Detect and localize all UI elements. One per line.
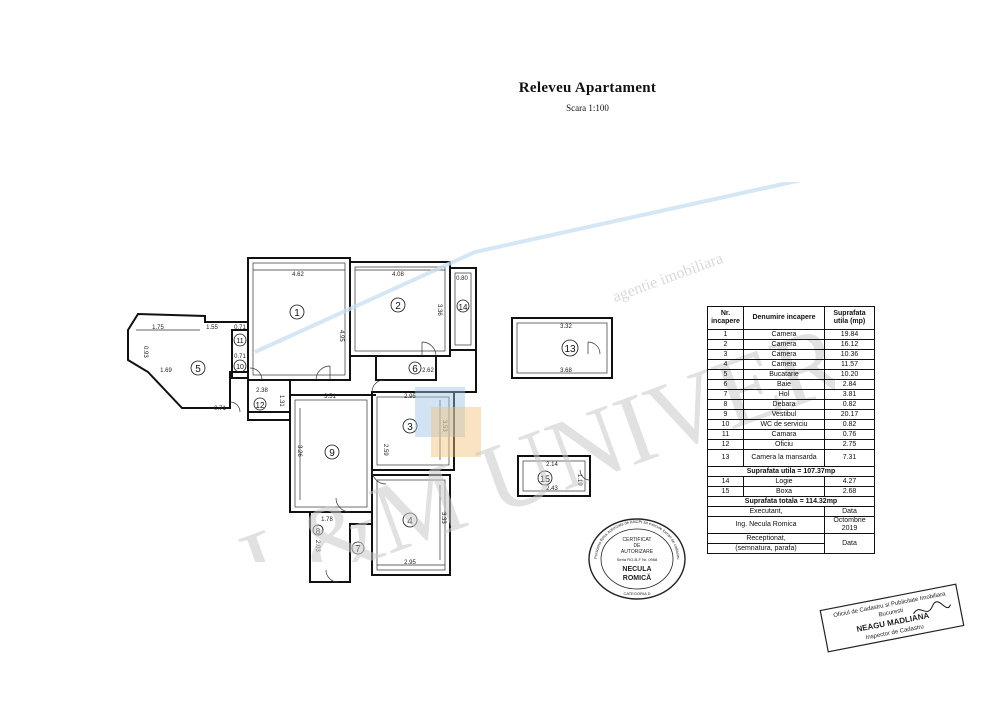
legend-header-nr: Nr. incapere	[707, 306, 744, 330]
dim-label: 1.55	[206, 325, 218, 331]
room-number-2: 2	[395, 301, 401, 312]
subtotal-row: Suprafata utila = 107.37mp	[707, 466, 875, 477]
room-number-8: 8	[316, 527, 321, 536]
dim-label: 3.36	[436, 304, 442, 316]
room-10-11-outline	[231, 329, 249, 379]
room-number-11: 11	[236, 338, 243, 345]
room-number-3: 3	[407, 422, 413, 433]
dim-label: 4.62	[292, 272, 304, 278]
dim-label: 1.69	[160, 368, 172, 374]
room-number-9: 9	[329, 448, 335, 459]
room-legend-table: Nr. incapere Denumire incapere Suprafata…	[707, 306, 875, 554]
room-number-13: 13	[564, 344, 576, 355]
dim-label: 1.31	[278, 395, 284, 407]
room-number-7: 7	[355, 544, 361, 555]
room-number-1: 1	[294, 308, 300, 319]
dim-label: 2.59	[382, 444, 388, 456]
room-number-6: 6	[412, 364, 418, 375]
dim-label: 2.95	[404, 560, 416, 566]
room-number-12: 12	[256, 401, 265, 410]
dim-label: 0.71	[234, 325, 246, 331]
dim-label: 3.32	[560, 324, 572, 330]
dim-label: 2.14	[546, 462, 558, 468]
dim-label: 0.71	[234, 354, 246, 360]
room-number-4: 4	[407, 516, 413, 527]
room-number-5: 5	[195, 364, 201, 375]
dim-label: 2.62	[422, 368, 434, 374]
room-3-outline	[371, 391, 455, 471]
room-7-outline	[309, 512, 372, 583]
dim-label: 1.19	[576, 474, 582, 486]
page-title: Releveu Apartament	[518, 80, 657, 96]
dim-label: 2.95	[404, 394, 416, 400]
legend-header-name: Denumire incapere	[743, 306, 825, 330]
svg-text:NECULA: NECULA	[622, 566, 651, 573]
dim-label: 0.71	[214, 406, 226, 412]
dim-label: 3.68	[560, 368, 572, 374]
room-15-outline	[517, 455, 591, 497]
dim-label: 3.26	[296, 445, 302, 457]
svg-text:DE: DE	[634, 543, 642, 549]
room-5-outline	[127, 312, 249, 409]
svg-text:ROMICĂ: ROMICĂ	[623, 573, 651, 582]
dim-label: 1.75	[152, 325, 164, 331]
receptionat-row: Receptionat,Data	[707, 533, 875, 554]
room-12-outline	[247, 379, 291, 413]
room-number-14: 14	[459, 303, 468, 312]
room-number-15: 15	[540, 474, 550, 484]
dim-label: 4.95	[338, 330, 344, 342]
room-6-outline	[375, 355, 437, 381]
svg-text:Bucuresti: Bucuresti	[878, 608, 904, 619]
authorization-stamp: Persoana fizica autorizata de ANCPI sa e…	[588, 518, 686, 600]
dim-label: 2.38	[256, 388, 268, 394]
dim-label: 0.93	[142, 346, 148, 358]
dim-label: 1.78	[321, 517, 333, 523]
dim-label: 4.08	[392, 272, 404, 278]
svg-text:Seria RO-B-F Nr. 0968: Seria RO-B-F Nr. 0968	[617, 557, 658, 562]
svg-text:CERTIFICAT: CERTIFICAT	[623, 537, 652, 543]
page-scale: Scara 1:100	[566, 103, 609, 113]
corridor-right-outline	[454, 350, 477, 393]
dim-label: 3.51	[324, 394, 336, 400]
executant-row: Executant,Data	[707, 506, 875, 517]
dim-label: 3.33	[440, 512, 446, 524]
signature-row: (semnatura, parafa)	[707, 543, 875, 554]
total-row: Suprafata totala = 114.32mp	[707, 496, 875, 507]
room-number-10: 10	[236, 364, 244, 371]
dim-label: 0.80	[456, 276, 468, 282]
legend-header-area: Suprafata utila (mp)	[824, 306, 875, 330]
dim-label: 2.03	[314, 540, 320, 552]
dim-label: 2.43	[546, 486, 558, 492]
dim-label: 3.53	[441, 420, 447, 432]
svg-text:AUTORIZARE: AUTORIZARE	[621, 549, 654, 555]
svg-text:CATEGORIA D: CATEGORIA D	[623, 591, 650, 596]
